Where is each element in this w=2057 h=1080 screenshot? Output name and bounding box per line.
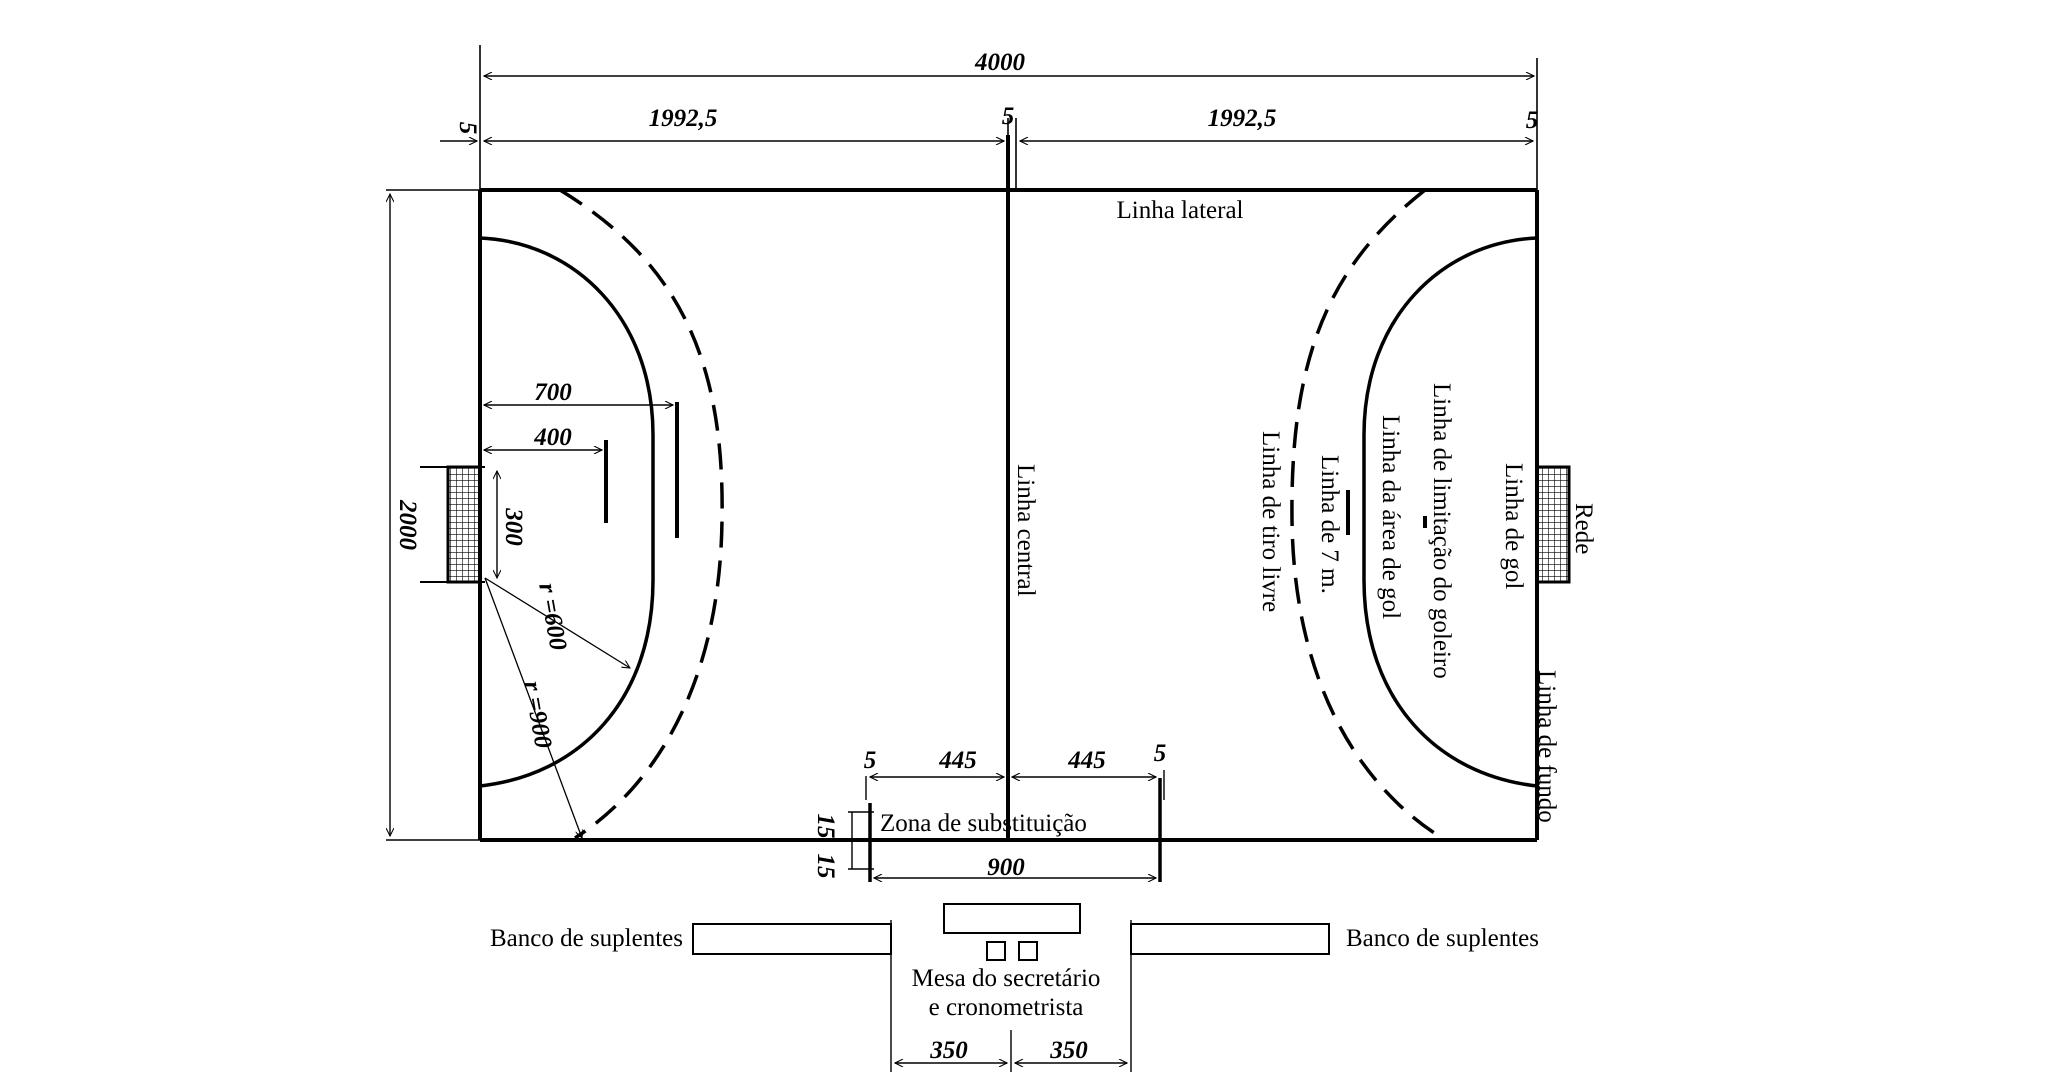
- dim-goalkeeper-limit-dist: 400: [533, 424, 572, 451]
- dim-sub-depth-top: 15: [812, 814, 839, 839]
- table-dimension-lines: [890, 920, 1132, 1072]
- label-net: Rede: [1570, 503, 1597, 554]
- label-goal-line: Linha de gol: [1500, 463, 1527, 589]
- label-goal-area-line: Linha da área de gol: [1377, 415, 1404, 619]
- dim-free-throw-dist: 700: [534, 379, 572, 406]
- dim-table-left: 350: [929, 1037, 968, 1064]
- left-goal: [420, 465, 485, 584]
- dim-line-width-right: 5: [1526, 107, 1539, 134]
- dim-sub-right-dist: 445: [1067, 747, 1106, 774]
- dim-goal-width: 300: [500, 507, 527, 546]
- right-goal-area-line: [1362, 236, 1538, 788]
- dim-sub-left-dist: 445: [938, 747, 977, 774]
- label-table-line2: e cronometrista: [929, 994, 1084, 1021]
- label-end-line: Linha de fundo: [1533, 670, 1560, 823]
- dim-line-width-left: 5: [454, 122, 481, 135]
- label-bench-right: Banco de suplentes: [1346, 925, 1539, 952]
- dim-table-right: 350: [1049, 1037, 1088, 1064]
- right-goal: [1535, 465, 1571, 584]
- top-dimension-lines: [440, 45, 1538, 192]
- dim-total-length: 4000: [974, 49, 1026, 76]
- width-dimension: [386, 189, 480, 841]
- label-table-line1: Mesa do secretário: [912, 965, 1101, 992]
- timekeeper-chair: [1018, 941, 1038, 961]
- bench-left: [692, 923, 892, 955]
- dim-width: 2000: [394, 499, 421, 551]
- dim-sub-total: 900: [987, 854, 1025, 881]
- left-goal-area-line: [479, 236, 655, 788]
- bench-right: [1130, 923, 1330, 955]
- dim-free-throw-radius: r =900: [518, 679, 556, 751]
- dim-half-right: 1992,5: [1208, 105, 1277, 132]
- label-center-line: Linha central: [1012, 464, 1039, 597]
- dim-line-width-center: 5: [1002, 103, 1015, 130]
- label-seven-m-line: Linha de 7 m.: [1316, 455, 1343, 594]
- dim-goal-area-radius: r =600: [533, 581, 571, 653]
- officials-table: [943, 903, 1081, 934]
- label-free-throw-line: Linha de tiro livre: [1257, 431, 1284, 612]
- dim-sub-depth-bottom: 15: [812, 854, 839, 879]
- dim-half-left: 1992,5: [649, 105, 718, 132]
- label-substitution-zone: Zona de substituição: [880, 810, 1087, 837]
- left-free-throw-line: [559, 188, 724, 840]
- left-inner-dimensions: [484, 405, 673, 838]
- label-goalkeeper-limit-line: Linha de limitação do goleiro: [1428, 383, 1455, 679]
- substitution-zone-lines: [848, 770, 1165, 882]
- dim-sub-right-width: 5: [1154, 740, 1167, 767]
- label-bench-left: Banco de suplentes: [490, 925, 683, 952]
- right-free-throw-line: [1290, 188, 1443, 840]
- secretary-chair: [986, 941, 1006, 961]
- dim-sub-left-width: 5: [864, 747, 877, 774]
- label-sideline: Linha lateral: [1116, 197, 1243, 224]
